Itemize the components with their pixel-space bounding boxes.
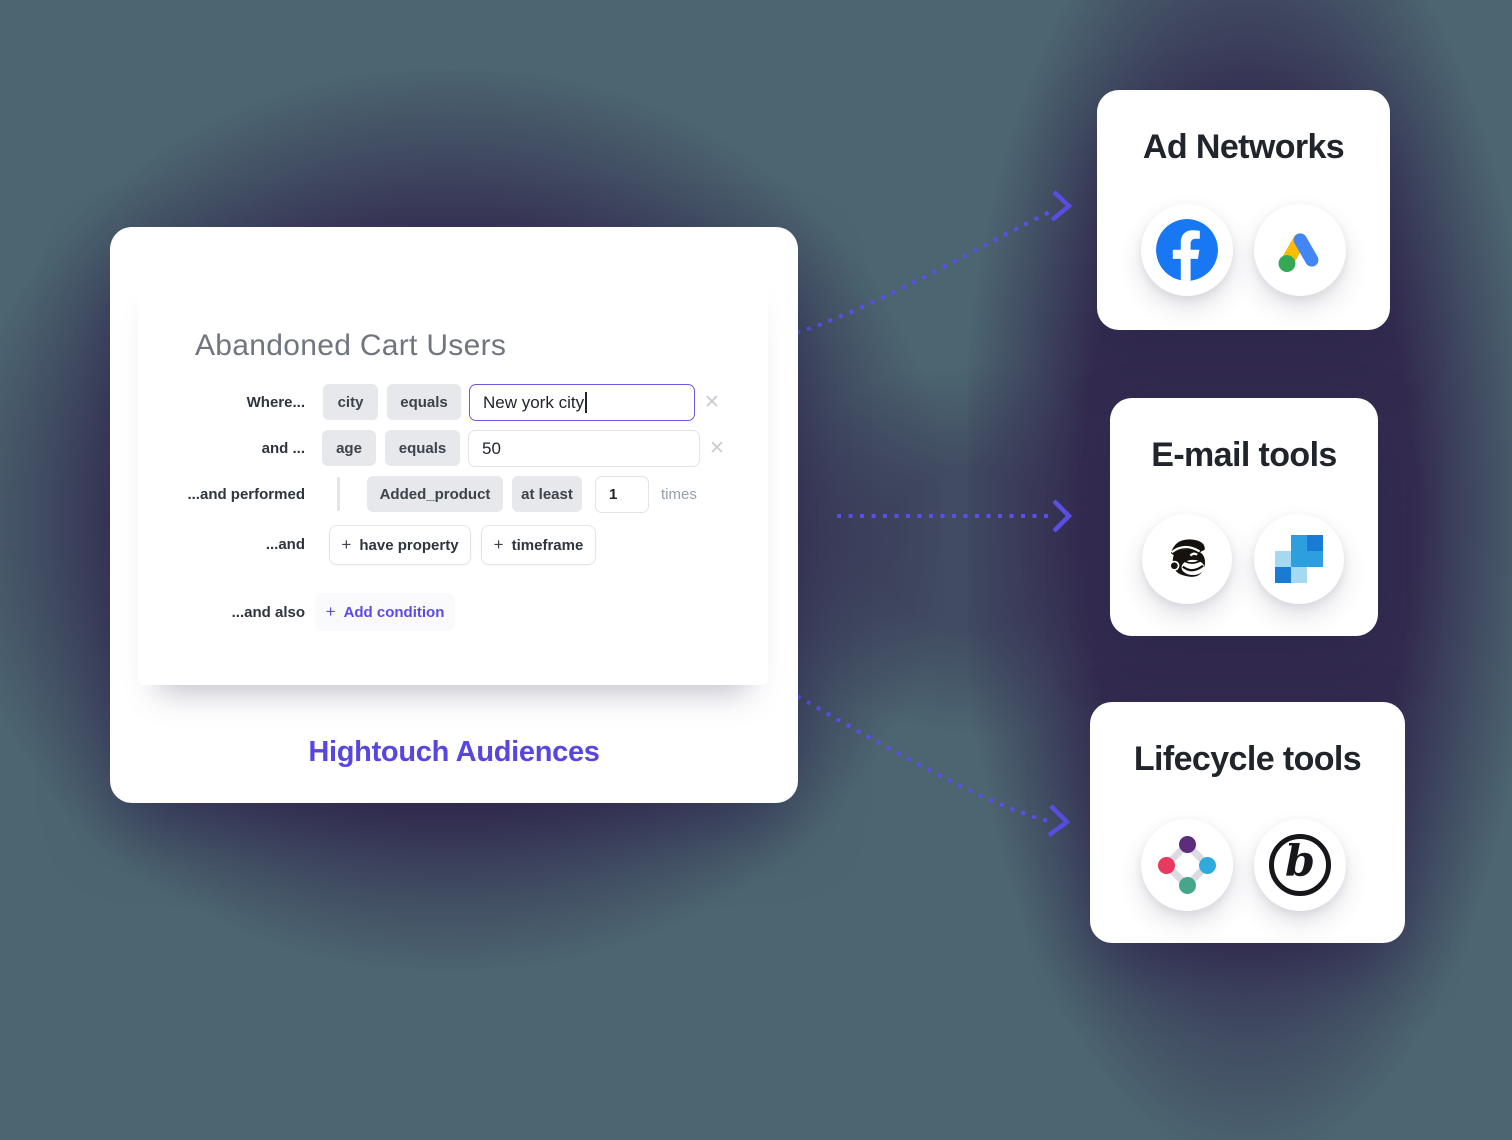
mailchimp-icon — [1169, 539, 1206, 577]
email-tools-card: E-mail tools — [1110, 398, 1378, 636]
operator-chip-at-least[interactable]: at least — [512, 476, 582, 512]
have-property-label: have property — [359, 536, 459, 554]
condition-label: Where... — [246, 393, 305, 411]
arrow-to-ad-networks — [795, 210, 1051, 335]
iterable-icon — [1158, 836, 1216, 894]
facebook-badge — [1141, 204, 1233, 296]
condition-label: ...and performed — [187, 485, 305, 503]
braze-icon: b — [1269, 834, 1331, 896]
operator-chip-equals[interactable]: equals — [385, 430, 460, 466]
mailchimp-badge — [1142, 514, 1232, 604]
condition-label: ...and — [265, 535, 305, 553]
remove-condition-icon[interactable]: ✕ — [709, 437, 725, 459]
value-input-age[interactable]: 50 — [468, 430, 700, 467]
iterable-badge — [1141, 819, 1233, 911]
value-input-city[interactable]: New york city — [469, 384, 695, 421]
have-property-button[interactable]: + have property — [329, 525, 471, 565]
plus-icon: + — [325, 602, 336, 621]
count-input-text: 1 — [609, 486, 618, 503]
condition-row-city: Where... city equals New york city ✕ — [138, 383, 768, 421]
times-label: times — [661, 485, 697, 503]
arrowhead-lifecycle-tools — [1047, 804, 1071, 837]
condition-label: ...and also — [231, 603, 305, 621]
condition-row-add: ...and also + Add condition — [138, 593, 768, 631]
field-chip-age[interactable]: age — [322, 430, 376, 466]
sendgrid-badge — [1254, 514, 1344, 604]
sendgrid-icon — [1275, 535, 1323, 583]
arrow-to-lifecycle-tools — [795, 694, 1049, 823]
braze-b-glyph: b — [1284, 836, 1316, 887]
lifecycle-tools-title: Lifecycle tools — [1133, 740, 1362, 778]
nesting-divider — [337, 477, 340, 511]
google-ads-badge — [1254, 204, 1346, 296]
arrowhead-ad-networks — [1050, 190, 1073, 222]
braze-badge: b — [1254, 819, 1346, 911]
condition-row-modifiers: ...and + have property + timeframe — [138, 525, 768, 565]
text-caret — [585, 392, 587, 413]
hightouch-audiences-caption: Hightouch Audiences — [308, 736, 600, 768]
operator-chip-equals[interactable]: equals — [387, 384, 461, 420]
google-ads-icon — [1278, 233, 1319, 272]
facebook-icon — [1156, 219, 1218, 281]
condition-row-age: and ... age equals 50 ✕ — [138, 429, 768, 467]
audience-card: Abandoned Cart Users Where... city equal… — [110, 227, 798, 803]
ad-networks-title: Ad Networks — [1142, 128, 1345, 166]
condition-row-performed: ...and performed Added_product at least … — [138, 475, 768, 513]
field-chip-city[interactable]: city — [323, 384, 378, 420]
remove-condition-icon[interactable]: ✕ — [704, 391, 720, 413]
plus-icon: + — [493, 535, 504, 554]
value-input-age-text: 50 — [482, 438, 501, 458]
condition-label: and ... — [261, 439, 305, 457]
count-input[interactable]: 1 — [595, 476, 649, 513]
ad-networks-card: Ad Networks — [1097, 90, 1390, 330]
add-condition-button[interactable]: + Add condition — [315, 593, 455, 631]
audience-title: Abandoned Cart Users — [195, 329, 507, 362]
timeframe-button[interactable]: + timeframe — [481, 525, 596, 565]
add-condition-label: Add condition — [343, 603, 445, 621]
plus-icon: + — [341, 535, 352, 554]
event-chip-added-product[interactable]: Added_product — [367, 476, 503, 512]
lifecycle-tools-card: Lifecycle tools b — [1090, 702, 1405, 943]
audience-builder-panel: Abandoned Cart Users Where... city equal… — [138, 265, 768, 685]
timeframe-label: timeframe — [511, 536, 584, 554]
value-input-city-text: New york city — [483, 392, 585, 412]
email-tools-title: E-mail tools — [1151, 436, 1337, 474]
arrowhead-email-tools — [1052, 499, 1073, 533]
